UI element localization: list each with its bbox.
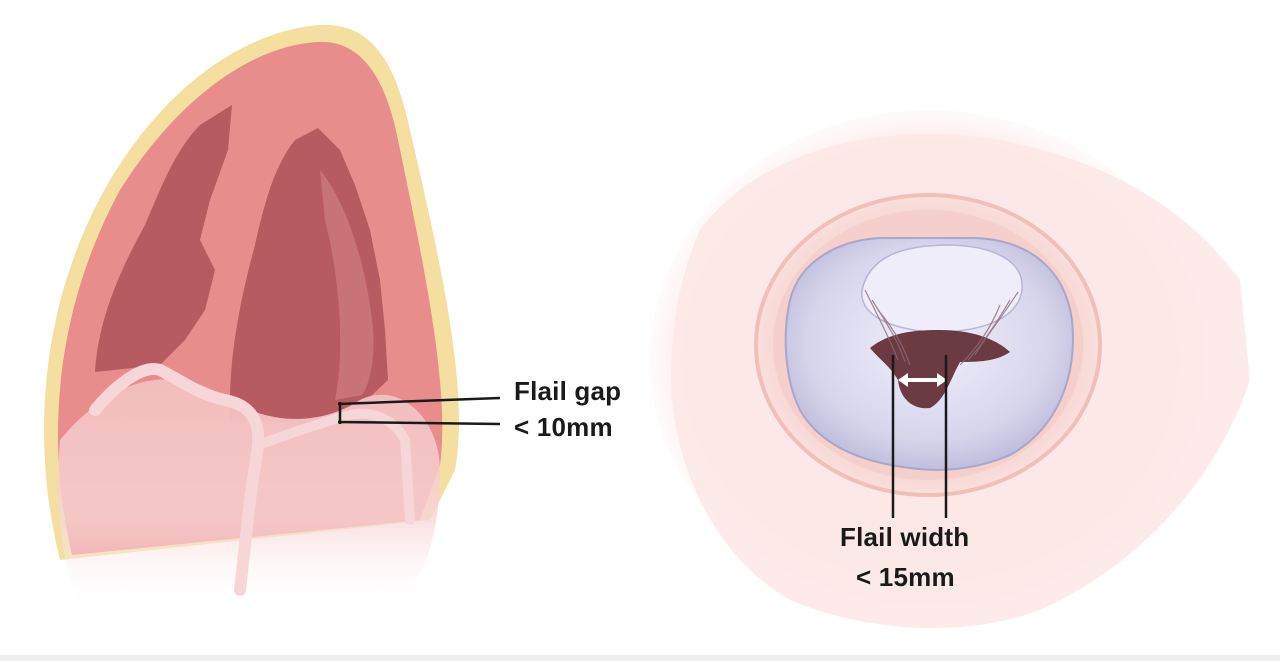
mitral-valve-enface-view (650, 110, 1250, 629)
bottom-divider (0, 655, 1280, 661)
flail-gap-label: Flail gap (514, 376, 622, 406)
flail-width-label: Flail width (840, 522, 970, 552)
regurgitant-orifice (870, 330, 1010, 409)
flail-gap-lower-line (337, 420, 501, 426)
width-arrow (898, 373, 947, 387)
chordae-tendineae (864, 289, 1019, 366)
anterior-leaflet (861, 244, 1023, 333)
flail-width-value: < 15mm (856, 562, 955, 592)
valve-leaflet-right (253, 408, 415, 525)
heart-long-axis-view (44, 24, 501, 610)
chamber-left (95, 105, 232, 372)
flail-gap-value: < 10mm (514, 412, 613, 442)
valve-leaflet-left (89, 363, 265, 596)
flail-gap-upper-line (337, 396, 501, 406)
chamber-highlight (320, 170, 374, 400)
